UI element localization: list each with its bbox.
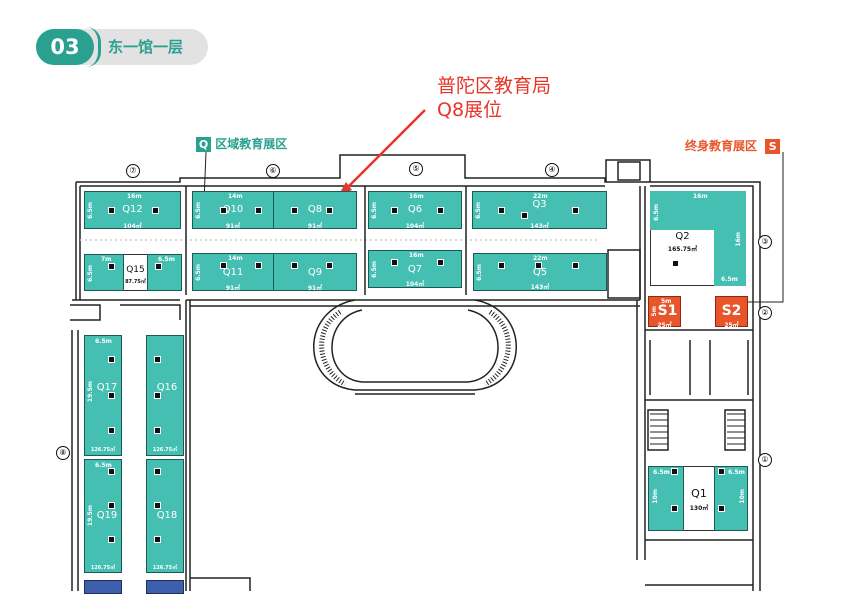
legend-regional: Q 区域教育展区 <box>196 135 287 152</box>
booth-q15[interactable]: 7m 6.5m 6.5m Q15 87.75㎡ <box>84 254 182 291</box>
legend-label: 区域教育展区 <box>215 137 288 151</box>
central-stair <box>313 299 517 395</box>
booth-width: 22m <box>533 255 548 262</box>
booth-height: 6.5m <box>653 204 660 221</box>
booth-label: Q11 <box>222 267 244 278</box>
axis-2: ② <box>758 306 772 320</box>
booth-label: Q8 <box>307 204 323 215</box>
booth-width: 16m <box>409 193 424 200</box>
booth-area: 91㎡ <box>225 285 241 292</box>
booth-label: Q19 <box>96 510 118 521</box>
booth-q10[interactable]: 14m 6.5m Q10 91㎡ <box>192 191 274 230</box>
booth-width: 16m <box>127 193 142 200</box>
legend-label: 终身教育展区 <box>685 139 758 153</box>
booth-label: Q3 <box>532 199 547 210</box>
booth-width-2: 6.5m <box>728 469 745 476</box>
booth-height-2: 10m <box>739 489 746 504</box>
booth-label: Q1 <box>691 487 707 500</box>
axis-7: ⑦ <box>126 164 140 178</box>
booth-q5[interactable]: 22m 6.5m Q5 143㎡ <box>473 253 607 291</box>
axis-8: ⑧ <box>56 446 70 460</box>
booth-q9[interactable]: Q9 91㎡ <box>273 253 357 292</box>
booth-area: 143㎡ <box>530 223 549 230</box>
booth-q19[interactable]: 6.5m 19.5m Q19 126.75㎡ <box>84 459 122 573</box>
booth-area: 91㎡ <box>307 223 323 230</box>
booth-area: 91㎡ <box>307 285 323 292</box>
booth-width: 16m <box>409 252 424 259</box>
booth-area: 126.75㎡ <box>90 447 116 453</box>
booth-s1[interactable]: 5m 5m S1 25㎡ <box>648 296 681 329</box>
annotation-line1: 普陀区教育局 <box>437 75 552 97</box>
booth-label: Q17 <box>96 382 118 393</box>
legend-badge-s: S <box>765 139 781 154</box>
legend-badge-q: Q <box>196 137 211 152</box>
booth-label: Q9 <box>307 267 323 278</box>
booth-q6[interactable]: 16m 6.5m Q6 104㎡ <box>368 191 462 230</box>
booth-area: 126.75㎡ <box>152 447 178 453</box>
booth-area: 104㎡ <box>405 281 425 288</box>
booth-height: 10m <box>652 489 659 504</box>
axis-4: ④ <box>545 163 559 177</box>
booth-label: Q10 <box>222 204 244 215</box>
booth-blue-right[interactable] <box>146 580 184 594</box>
booth-width: 14m <box>228 193 243 200</box>
axis-6: ⑥ <box>266 164 280 178</box>
floor-title: 东一馆一层 <box>108 38 184 56</box>
booth-area: 126.75㎡ <box>90 565 116 571</box>
booth-q11[interactable]: 14m 6.5m Q11 91㎡ <box>192 253 274 292</box>
annotation-arrow <box>344 109 426 191</box>
booth-area: 91㎡ <box>225 223 241 230</box>
booth-area: 130㎡ <box>689 505 709 512</box>
booth-area: 126.75㎡ <box>152 565 178 571</box>
booth-height-2: 16m <box>735 232 742 247</box>
booth-q3[interactable]: 22m 6.5m Q3 143㎡ <box>472 191 607 230</box>
booth-q8[interactable]: Q8 91㎡ <box>273 191 357 230</box>
legend-lifelong: 终身教育展区 S <box>685 137 781 154</box>
floor-number-badge: 03 <box>36 29 94 65</box>
booth-width: 7m <box>101 256 112 263</box>
booth-area: 25㎡ <box>724 322 739 329</box>
booth-width: 22m <box>533 193 548 200</box>
booth-area: 104㎡ <box>405 223 425 230</box>
q8-annotation: 普陀区教育局 Q8展位 <box>437 74 551 122</box>
booth-label: Q15 <box>126 265 145 275</box>
annotation-line2: Q8展位 <box>437 99 503 121</box>
booth-area: 87.75㎡ <box>125 279 146 285</box>
booth-width-2: 6.5m <box>721 276 738 283</box>
booth-q7[interactable]: 16m 6.5m Q7 104㎡ <box>368 250 462 288</box>
booth-q17[interactable]: 6.5m 19.5m Q17 126.75㎡ <box>84 335 122 456</box>
booth-area: 104㎡ <box>123 223 142 230</box>
booth-s2[interactable]: S2 25㎡ <box>715 296 748 329</box>
booth-label: Q7 <box>407 264 423 275</box>
booth-q12[interactable]: 16m 6.5m Q12 104㎡ <box>84 191 181 230</box>
booth-area: 25㎡ <box>657 322 672 329</box>
axis-5: ⑤ <box>409 162 423 176</box>
booth-width: 6.5m <box>95 462 112 469</box>
booth-width: 6.5m <box>95 338 112 345</box>
booth-q1[interactable]: 6.5m 10m 6.5m 10m Q1 130㎡ <box>648 466 748 531</box>
booth-label: Q6 <box>407 204 423 215</box>
booth-width: 5m <box>661 298 672 305</box>
booth-q2[interactable]: 16m 6.5m 16m 6.5m Q2 165.75㎡ <box>650 191 746 286</box>
booth-q18[interactable]: Q18 126.75㎡ <box>146 459 184 573</box>
booth-area: 143㎡ <box>530 284 550 291</box>
booth-label: Q5 <box>532 267 548 278</box>
booth-q16[interactable]: Q16 126.75㎡ <box>146 335 184 456</box>
booth-label: S1 <box>657 303 678 319</box>
axis-1: ① <box>758 453 772 467</box>
booth-width: 14m <box>228 255 243 262</box>
badge-arc <box>86 27 101 67</box>
booth-height: 6.5m <box>87 265 94 282</box>
booth-width: 6.5m <box>653 469 670 476</box>
booth-label: Q12 <box>122 204 143 215</box>
axis-3: ③ <box>758 235 772 249</box>
booth-label: Q2 <box>675 231 690 242</box>
booth-label: S2 <box>721 303 742 319</box>
booth-blue-left[interactable] <box>84 580 122 594</box>
booth-label: Q18 <box>156 510 178 521</box>
booth-area: 165.75㎡ <box>667 246 698 253</box>
booth-width: 16m <box>693 193 708 200</box>
booth-label: Q16 <box>156 382 178 393</box>
booth-width-2: 6.5m <box>158 256 175 263</box>
